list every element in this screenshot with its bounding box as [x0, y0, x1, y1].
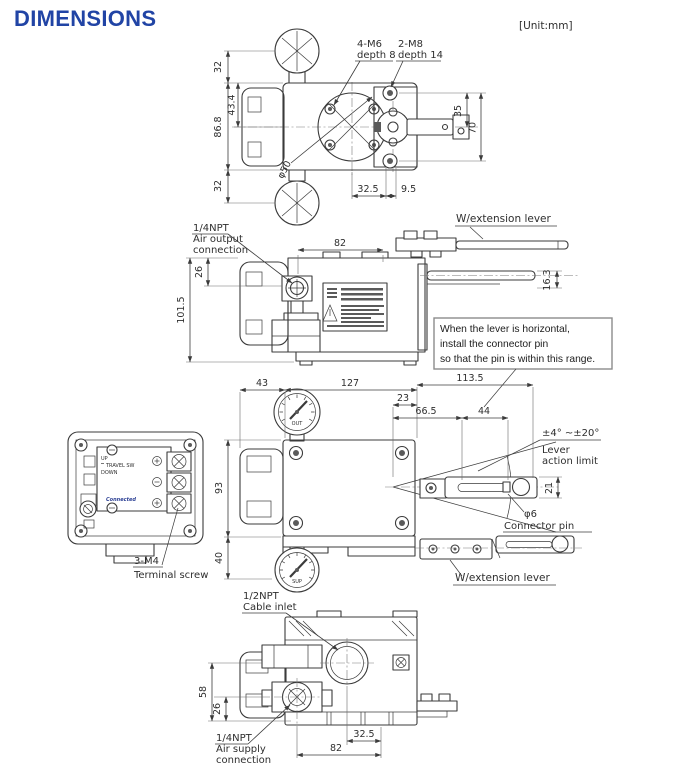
gauge-sup-text: SUP — [292, 579, 302, 585]
pressure-gauge-out: OUT — [273, 388, 321, 442]
terminal-view: UP TRAVEL SW DOWN Connected — [67, 431, 208, 581]
dim-front-665: 66.5 — [415, 406, 436, 417]
dim-front-21: 21 — [544, 482, 555, 494]
page-title: DIMENSIONS — [14, 6, 157, 31]
thread-label-4m6: 4-M6 — [357, 39, 382, 50]
cover-screw — [392, 654, 410, 671]
bottom-view-body — [284, 616, 418, 726]
dim-top-left-32b: 32 — [213, 180, 224, 192]
dim-front-93: 93 — [214, 482, 225, 494]
air-supply-label-2: Air supply — [216, 744, 266, 755]
dim-top-left-868: 86.8 — [213, 116, 224, 137]
gauge-housing — [261, 644, 323, 669]
air-supply-label-3: connection — [216, 755, 271, 766]
front-view: OUT SUP — [214, 373, 601, 593]
air-supply-port — [261, 678, 333, 728]
board-text-up: UP — [101, 456, 108, 462]
side-view: 16.3 W/extension lever 82 26 101.5 1/4NP… — [176, 213, 613, 408]
extension-lever-label-side: W/extension lever — [456, 213, 551, 225]
terminal-screw-label-2: Terminal screw — [133, 570, 208, 581]
lever-action-label-2: action limit — [542, 456, 598, 467]
cable-inlet-label-1: 1/2NPT — [243, 591, 280, 602]
extension-lever-label-front: W/extension lever — [455, 572, 550, 584]
extension-lever-side — [395, 230, 569, 258]
air-output-port — [271, 275, 321, 353]
mounting-foot — [416, 693, 458, 718]
gauge-out-text: OUT — [292, 421, 304, 427]
dim-top-left-32a: 32 — [213, 61, 224, 73]
extension-lever-front — [415, 535, 582, 560]
lever-angle-label: ±4° ~±20° — [542, 428, 599, 439]
note-line-2: install the connector pin — [440, 339, 548, 350]
gauge-dome-top — [274, 28, 320, 84]
dim-front-44: 44 — [478, 406, 490, 417]
dim-side-163: 16.3 — [542, 269, 553, 290]
board-text-down: DOWN — [101, 470, 118, 476]
connector-pin-label-1: φ6 — [524, 509, 537, 520]
unit-note: [Unit:mm] — [519, 20, 573, 32]
dim-side-1015: 101.5 — [176, 296, 187, 323]
terminal-screw-label-1: 3-M4 — [134, 556, 159, 567]
note-line-3: so that the pin is within this range. — [440, 354, 595, 365]
dim-bottom-82: 82 — [330, 743, 342, 754]
note-box — [433, 317, 613, 370]
warning-triangle-icon — [322, 304, 338, 322]
terminal-block — [152, 451, 192, 514]
dim-bottom-26: 26 — [212, 703, 223, 715]
dim-top-left-434: 43.4 — [227, 94, 238, 115]
cable-inlet — [320, 638, 374, 690]
nameplate — [322, 282, 388, 332]
dim-side-26: 26 — [194, 266, 205, 278]
dim-front-1135: 113.5 — [456, 373, 483, 384]
dim-front-127: 127 — [341, 378, 359, 389]
dim-front-43: 43 — [256, 378, 268, 389]
connector-pin-label-2: Connector pin — [504, 521, 574, 532]
lever-front — [419, 476, 538, 499]
connector-pin — [502, 481, 511, 493]
dim-front-40: 40 — [214, 552, 225, 564]
bottom-view: 58 26 32.5 82 1/2NPT Cable inlet 1/4NPT … — [198, 591, 458, 766]
thread-label-2m8-depth: depth 14 — [398, 50, 443, 61]
thread-label-2m8: 2-M8 — [398, 39, 423, 50]
board-text-travel-sw: TRAVEL SW — [105, 463, 135, 469]
board-logo-text: Connected — [106, 497, 136, 503]
front-view-cover — [239, 448, 284, 525]
dim-top-right-70: 70 — [468, 122, 479, 134]
lever-side — [426, 270, 536, 285]
dim-bottom-325: 32.5 — [353, 729, 374, 740]
dim-top-right-35: 35 — [453, 105, 464, 117]
thread-label-4m6-depth: depth 8 — [357, 50, 396, 61]
air-supply-label-1: 1/4NPT — [216, 733, 253, 744]
dim-top-bottom-325: 32.5 — [357, 184, 378, 195]
lever-action-label-1: Lever — [542, 445, 571, 456]
dim-front-23: 23 — [397, 393, 409, 404]
terminal-board — [96, 446, 172, 512]
air-output-label-3: connection — [193, 245, 248, 256]
air-output-label-1: 1/4NPT — [193, 223, 230, 234]
dim-top-bottom-95: 9.5 — [401, 184, 416, 195]
pressure-gauge-sup: SUP — [274, 546, 320, 593]
note-line-1: When the lever is horizontal, — [440, 324, 570, 335]
cable-inlet-label-2: Cable inlet — [243, 602, 297, 613]
dim-side-82: 82 — [334, 238, 346, 249]
dim-bottom-58: 58 — [198, 686, 209, 698]
air-output-label-2: Air output — [193, 234, 243, 245]
ground-terminal — [79, 500, 97, 529]
top-view: 32 86.8 32 43.4 35 70 32.5 9.5 4-M6 dept… — [213, 28, 486, 226]
